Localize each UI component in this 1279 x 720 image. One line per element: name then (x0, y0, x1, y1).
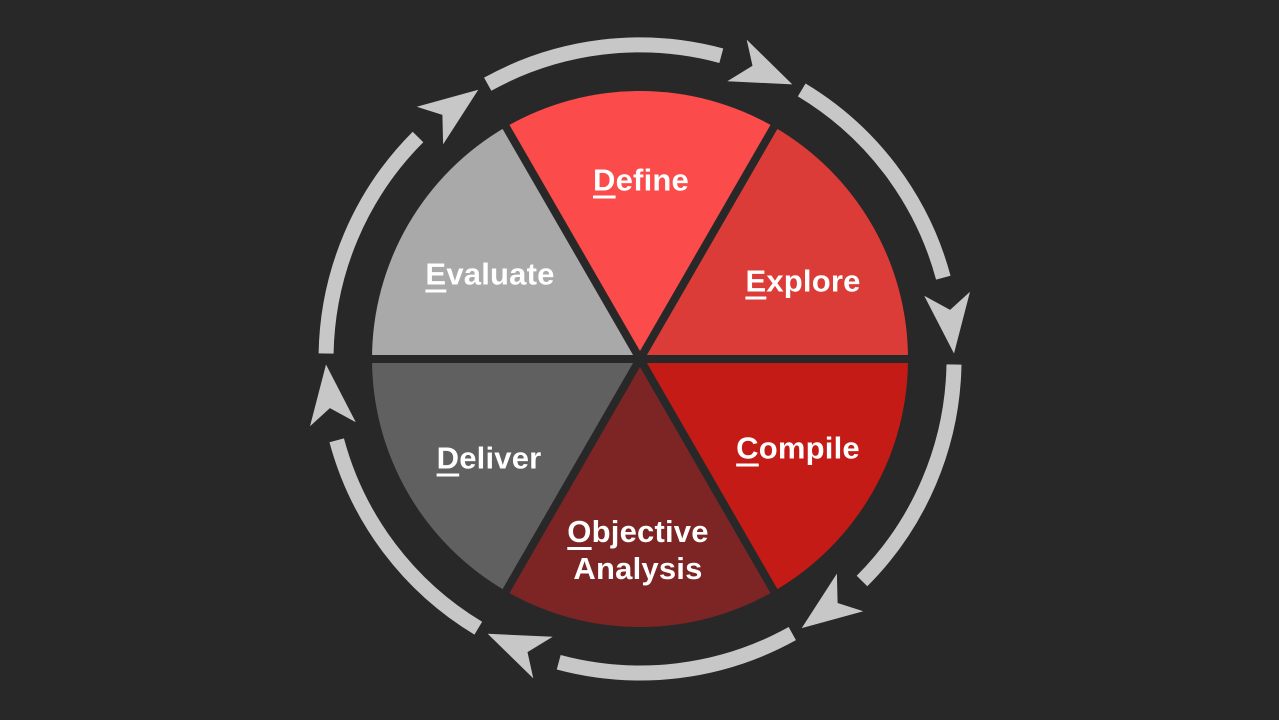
divider (500, 121, 644, 361)
segment-label-evaluate: Evaluate (425, 256, 554, 293)
arrow-arc (797, 83, 951, 280)
segment-dividers (368, 121, 912, 597)
cycle-arrow-bottom-left (310, 364, 483, 635)
segment-label-deliver: Deliver (437, 440, 542, 477)
cycle-arrow-top (484, 37, 793, 91)
divider (636, 121, 780, 361)
segment-label-objective-analysis: Objective Analysis (567, 513, 708, 587)
underlined-initial: C (736, 430, 759, 466)
divider (500, 357, 644, 597)
segment-compile (640, 359, 908, 592)
label-rest: xplore (766, 263, 861, 299)
underlined-initial: E (425, 256, 447, 292)
arrow-arc (318, 131, 424, 354)
segment-label-define: Define (593, 162, 689, 199)
segment-explore (640, 126, 908, 360)
segment-define (506, 90, 774, 359)
arrow-arc (556, 627, 796, 681)
arrowhead-icon (924, 291, 970, 354)
label-rest: eliver (459, 440, 542, 476)
arrowhead-icon (487, 633, 553, 679)
underlined-initial: O (567, 514, 592, 549)
segment-label-explore: Explore (745, 263, 860, 300)
underlined-initial: D (436, 440, 460, 476)
underlined-initial: D (593, 162, 616, 198)
arrowhead-icon (416, 89, 479, 145)
cycle-arrow-bottom-right (801, 364, 962, 629)
cycle-arrow-bottom (487, 627, 796, 681)
arrowhead-icon (801, 573, 864, 629)
segment-label-compile: Compile (736, 430, 860, 467)
segment-evaluate (372, 126, 640, 360)
label-rest: valuate (446, 256, 555, 292)
arrowhead-icon (310, 364, 356, 427)
arrow-arc (484, 37, 724, 91)
label-rest: bjective (591, 514, 709, 549)
cycle-arrow-top-right (797, 83, 970, 354)
arrowhead-icon (727, 39, 793, 85)
arrow-arc (329, 438, 483, 635)
cycle-arrow-top-left (318, 89, 479, 354)
label-line-1: Objective (567, 513, 708, 550)
label-rest: ompile (758, 430, 860, 466)
label-line-2: Analysis (573, 551, 703, 586)
arrow-arc (856, 364, 962, 587)
pie-wheel (372, 90, 908, 628)
underlined-initial: E (745, 263, 767, 299)
label-rest: efine (615, 162, 689, 198)
segment-deliver (372, 359, 640, 592)
divider (636, 357, 780, 597)
segment-objective-analysis (506, 359, 774, 628)
cycle-arrows (310, 37, 970, 681)
